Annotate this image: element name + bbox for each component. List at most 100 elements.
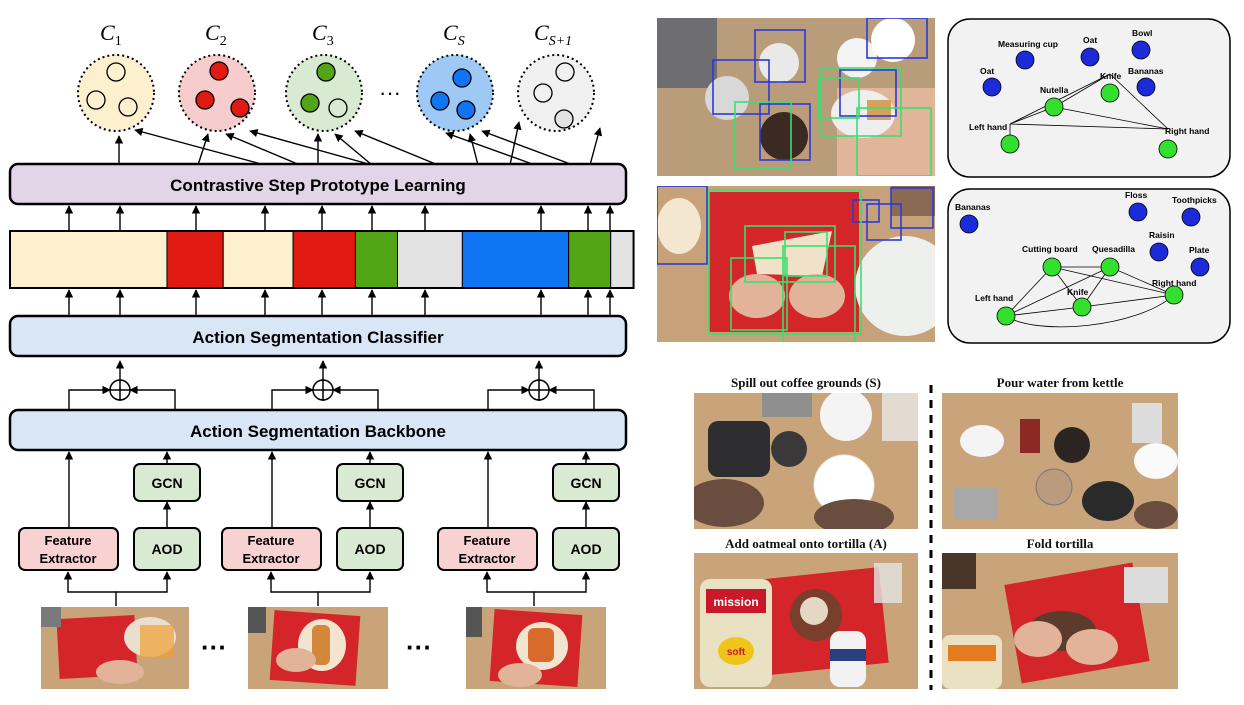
graph-node: [1015, 50, 1035, 70]
graph-edges: [1009, 73, 1169, 144]
cspl-label: Contrastive Step Prototype Learning: [170, 176, 466, 195]
prototype-cs: [416, 54, 494, 132]
prototype-label-2: C2: [205, 20, 227, 49]
segment-green: [354, 230, 398, 289]
graph-node-label: Bananas: [1128, 66, 1164, 76]
detection-image-bottom: [657, 186, 935, 342]
graph-node-label: Right hand: [1165, 126, 1209, 136]
svg-text:GCN: GCN: [354, 475, 385, 491]
feature-extractor-box: Feature Extractor: [221, 527, 322, 571]
feature-extractor-box: Feature Extractor: [437, 527, 538, 571]
graph-node-label: Toothpicks: [1172, 195, 1217, 205]
svg-text:Feature: Feature: [464, 533, 511, 548]
graph-node-label: Nutella: [1040, 85, 1069, 95]
frame-connectors: [63, 571, 591, 606]
gcn-box: GCN: [336, 463, 404, 502]
graph-node: [1080, 47, 1100, 67]
graph-node-label: Raisin: [1149, 230, 1175, 240]
segmentation-strip: [9, 230, 635, 289]
graph-node: [1000, 134, 1020, 154]
graph-node: [1136, 77, 1156, 97]
caption-pour-water: Pour water from kettle: [996, 375, 1124, 390]
classifier-to-seg-arrows: [64, 289, 615, 316]
graph-node-label: Knife: [1100, 71, 1122, 81]
prototype-label-3: C3: [312, 20, 334, 49]
svg-text:Feature: Feature: [45, 533, 92, 548]
example-separator: [929, 385, 933, 690]
svg-text:Extractor: Extractor: [242, 551, 299, 566]
graph-node: [1100, 83, 1120, 103]
video-frame: [248, 607, 388, 689]
graph-node: [982, 77, 1002, 97]
seg-to-cspl-arrows: [64, 205, 615, 231]
graph-node: [1128, 202, 1148, 222]
segment-red: [166, 230, 224, 289]
graph-node-label: Right hand: [1152, 278, 1196, 288]
segment-gray: [610, 230, 635, 289]
gcn-box: GCN: [133, 463, 201, 502]
graph-node-label: Cutting board: [1022, 244, 1078, 254]
prototype-arrows: [114, 121, 603, 166]
graph-edges: [1005, 266, 1175, 328]
graph-node-label: Oat: [1083, 35, 1097, 45]
segment-gray: [396, 230, 463, 289]
svg-text:Extractor: Extractor: [458, 551, 515, 566]
video-frame: [41, 607, 189, 689]
caption-add-oatmeal: Add oatmeal onto tortilla (A): [725, 536, 887, 551]
segmentation-border: [9, 230, 635, 289]
prototype-label-s1: CS+1: [534, 20, 572, 49]
graph-node: [1100, 257, 1120, 277]
graph-node-label: Bowl: [1132, 28, 1152, 38]
scene-graph-1: Measuring cup Oat Bowl Oat Bananas Knife…: [947, 18, 1231, 178]
svg-text:AOD: AOD: [354, 541, 385, 557]
prototype-cs1: [517, 54, 595, 132]
svg-text:Extractor: Extractor: [39, 551, 96, 566]
example-frame-add-oatmeal: mission soft: [694, 553, 918, 689]
prototype-c1: [77, 54, 155, 132]
segment-yellow: [222, 230, 294, 289]
frames-ellipsis-2: ···: [406, 632, 432, 662]
aod-box: AOD: [133, 527, 201, 571]
graph-node: [1149, 242, 1169, 262]
package-word-text: soft: [727, 647, 746, 658]
example-frame-fold-tortilla: [942, 553, 1178, 689]
graph-node-label: Knife: [1067, 287, 1089, 297]
package-brand-text: mission: [713, 595, 758, 609]
prototype-label-s: CS: [443, 20, 465, 49]
graph-node: [1131, 40, 1151, 60]
example-frame-spill-coffee: [694, 393, 918, 529]
prototype-c2: [178, 54, 256, 132]
aod-box: AOD: [336, 527, 404, 571]
graph-node-label: Quesadilla: [1092, 244, 1135, 254]
detection-image-top: [657, 18, 935, 176]
oplus-icon: [109, 379, 131, 401]
caption-spill-coffee: Spill out coffee grounds (S): [731, 375, 881, 390]
aod-box: AOD: [552, 527, 620, 571]
svg-text:GCN: GCN: [151, 475, 182, 491]
backbone-label: Action Segmentation Backbone: [190, 422, 446, 441]
oplus-icon: [312, 379, 334, 401]
graph-node-label: Measuring cup: [998, 39, 1058, 49]
graph-node-label: Floss: [1125, 190, 1147, 200]
graph-node: [1042, 257, 1062, 277]
graph-node: [1190, 257, 1210, 277]
segment-green: [568, 230, 612, 289]
prototype-ellipsis: ···: [379, 80, 401, 105]
example-frame-pour-water: [942, 393, 1178, 529]
prototype-label-1: C1: [100, 20, 122, 49]
graph-node: [1181, 207, 1201, 227]
cspl-box: [8, 162, 628, 206]
caption-fold-tortilla: Fold tortilla: [1026, 536, 1094, 551]
svg-text:AOD: AOD: [151, 541, 182, 557]
classifier-box: [8, 314, 628, 358]
graph-node-label: Oat: [980, 66, 994, 76]
graph-node-label: Bananas: [955, 202, 991, 212]
gcn-box: GCN: [552, 463, 620, 502]
oplus-icon: [528, 379, 550, 401]
frames-ellipsis-1: ···: [201, 632, 227, 662]
graph-node: [1044, 97, 1064, 117]
scene-graph-2: Bananas Floss Toothpicks Raisin Plate Cu…: [947, 188, 1231, 344]
prototype-c3: [285, 54, 363, 132]
graph-node: [996, 306, 1016, 326]
backbone-box: [8, 408, 628, 452]
